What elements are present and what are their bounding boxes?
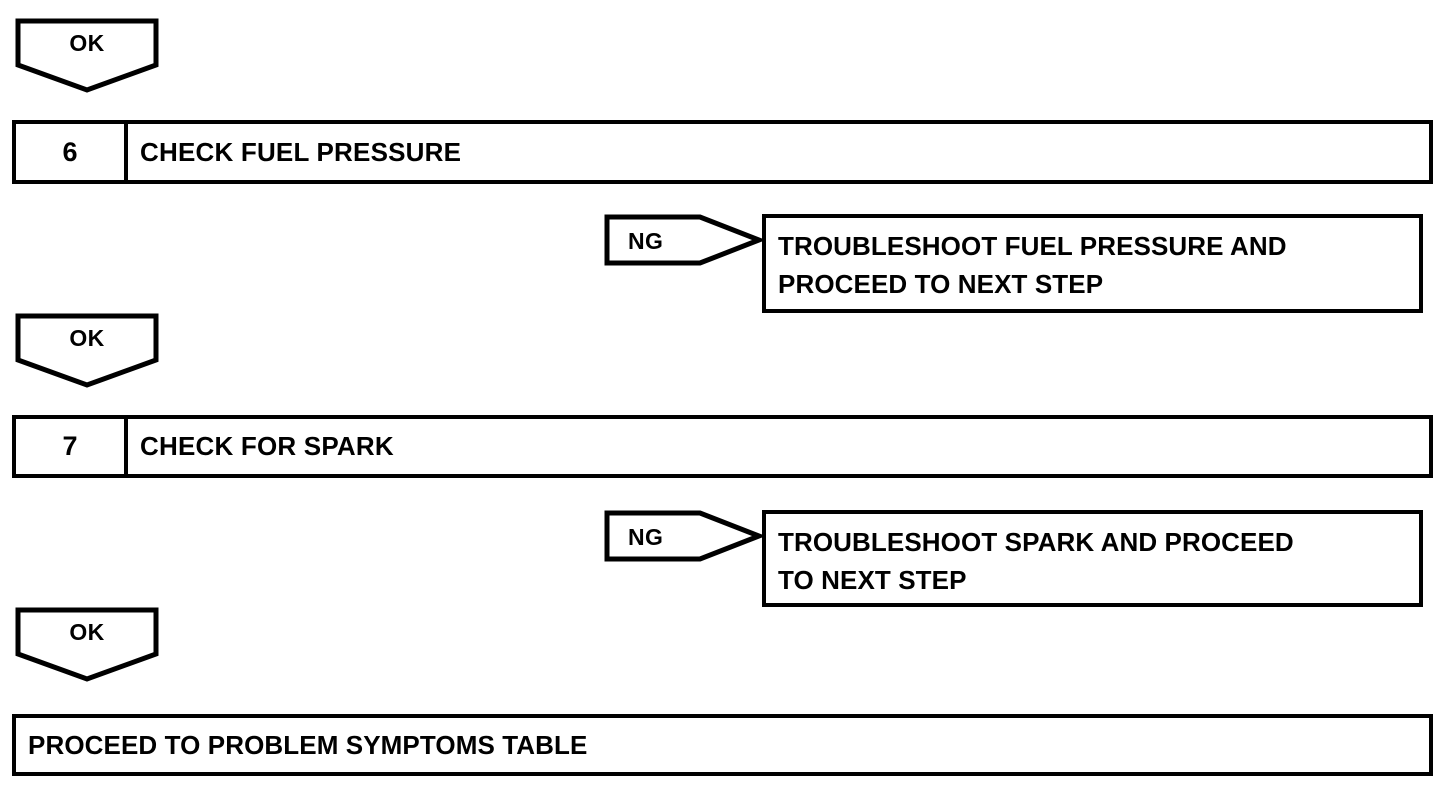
- ng-arrow-shape-icon: [604, 510, 762, 562]
- ok-branch-label: OK: [69, 30, 105, 56]
- ok-branch-3: OK: [15, 607, 159, 682]
- result-box-fuel-pressure[interactable]: TROUBLESHOOT FUEL PRESSURE AND PROCEED T…: [762, 214, 1423, 313]
- step-box-6[interactable]: 6 CHECK FUEL PRESSURE: [12, 120, 1433, 184]
- ng-branch-1: NG: [604, 214, 762, 266]
- result-line-1: TROUBLESHOOT FUEL PRESSURE AND: [778, 231, 1287, 261]
- ok-branch-label: OK: [69, 325, 105, 351]
- ok-branch-1: OK: [15, 18, 159, 93]
- result-line-2: TO NEXT STEP: [778, 565, 967, 596]
- ok-branch-label: OK: [69, 619, 105, 645]
- ok-pentagon-shape-icon: [15, 18, 159, 93]
- ok-pentagon-shape-icon: [15, 607, 159, 682]
- ng-branch-label: NG: [628, 524, 664, 550]
- step-number: 7: [16, 419, 128, 474]
- final-box-problem-symptoms-table[interactable]: PROCEED TO PROBLEM SYMPTOMS TABLE: [12, 714, 1433, 776]
- result-line-1: TROUBLESHOOT SPARK AND PROCEED: [778, 527, 1294, 557]
- step-number: 6: [16, 124, 128, 180]
- ng-arrow-shape-icon: [604, 214, 762, 266]
- ng-branch-2: NG: [604, 510, 762, 562]
- result-box-spark[interactable]: TROUBLESHOOT SPARK AND PROCEED TO NEXT S…: [762, 510, 1423, 607]
- ok-pentagon-shape-icon: [15, 313, 159, 388]
- ng-branch-label: NG: [628, 228, 664, 254]
- step-title: CHECK FUEL PRESSURE: [140, 136, 462, 167]
- step-box-7[interactable]: 7 CHECK FOR SPARK: [12, 415, 1433, 478]
- final-box-label: PROCEED TO PROBLEM SYMPTOMS TABLE: [28, 729, 588, 760]
- step-title: CHECK FOR SPARK: [140, 431, 394, 461]
- result-line-2: PROCEED TO NEXT STEP: [778, 269, 1104, 300]
- ok-branch-2: OK: [15, 313, 159, 388]
